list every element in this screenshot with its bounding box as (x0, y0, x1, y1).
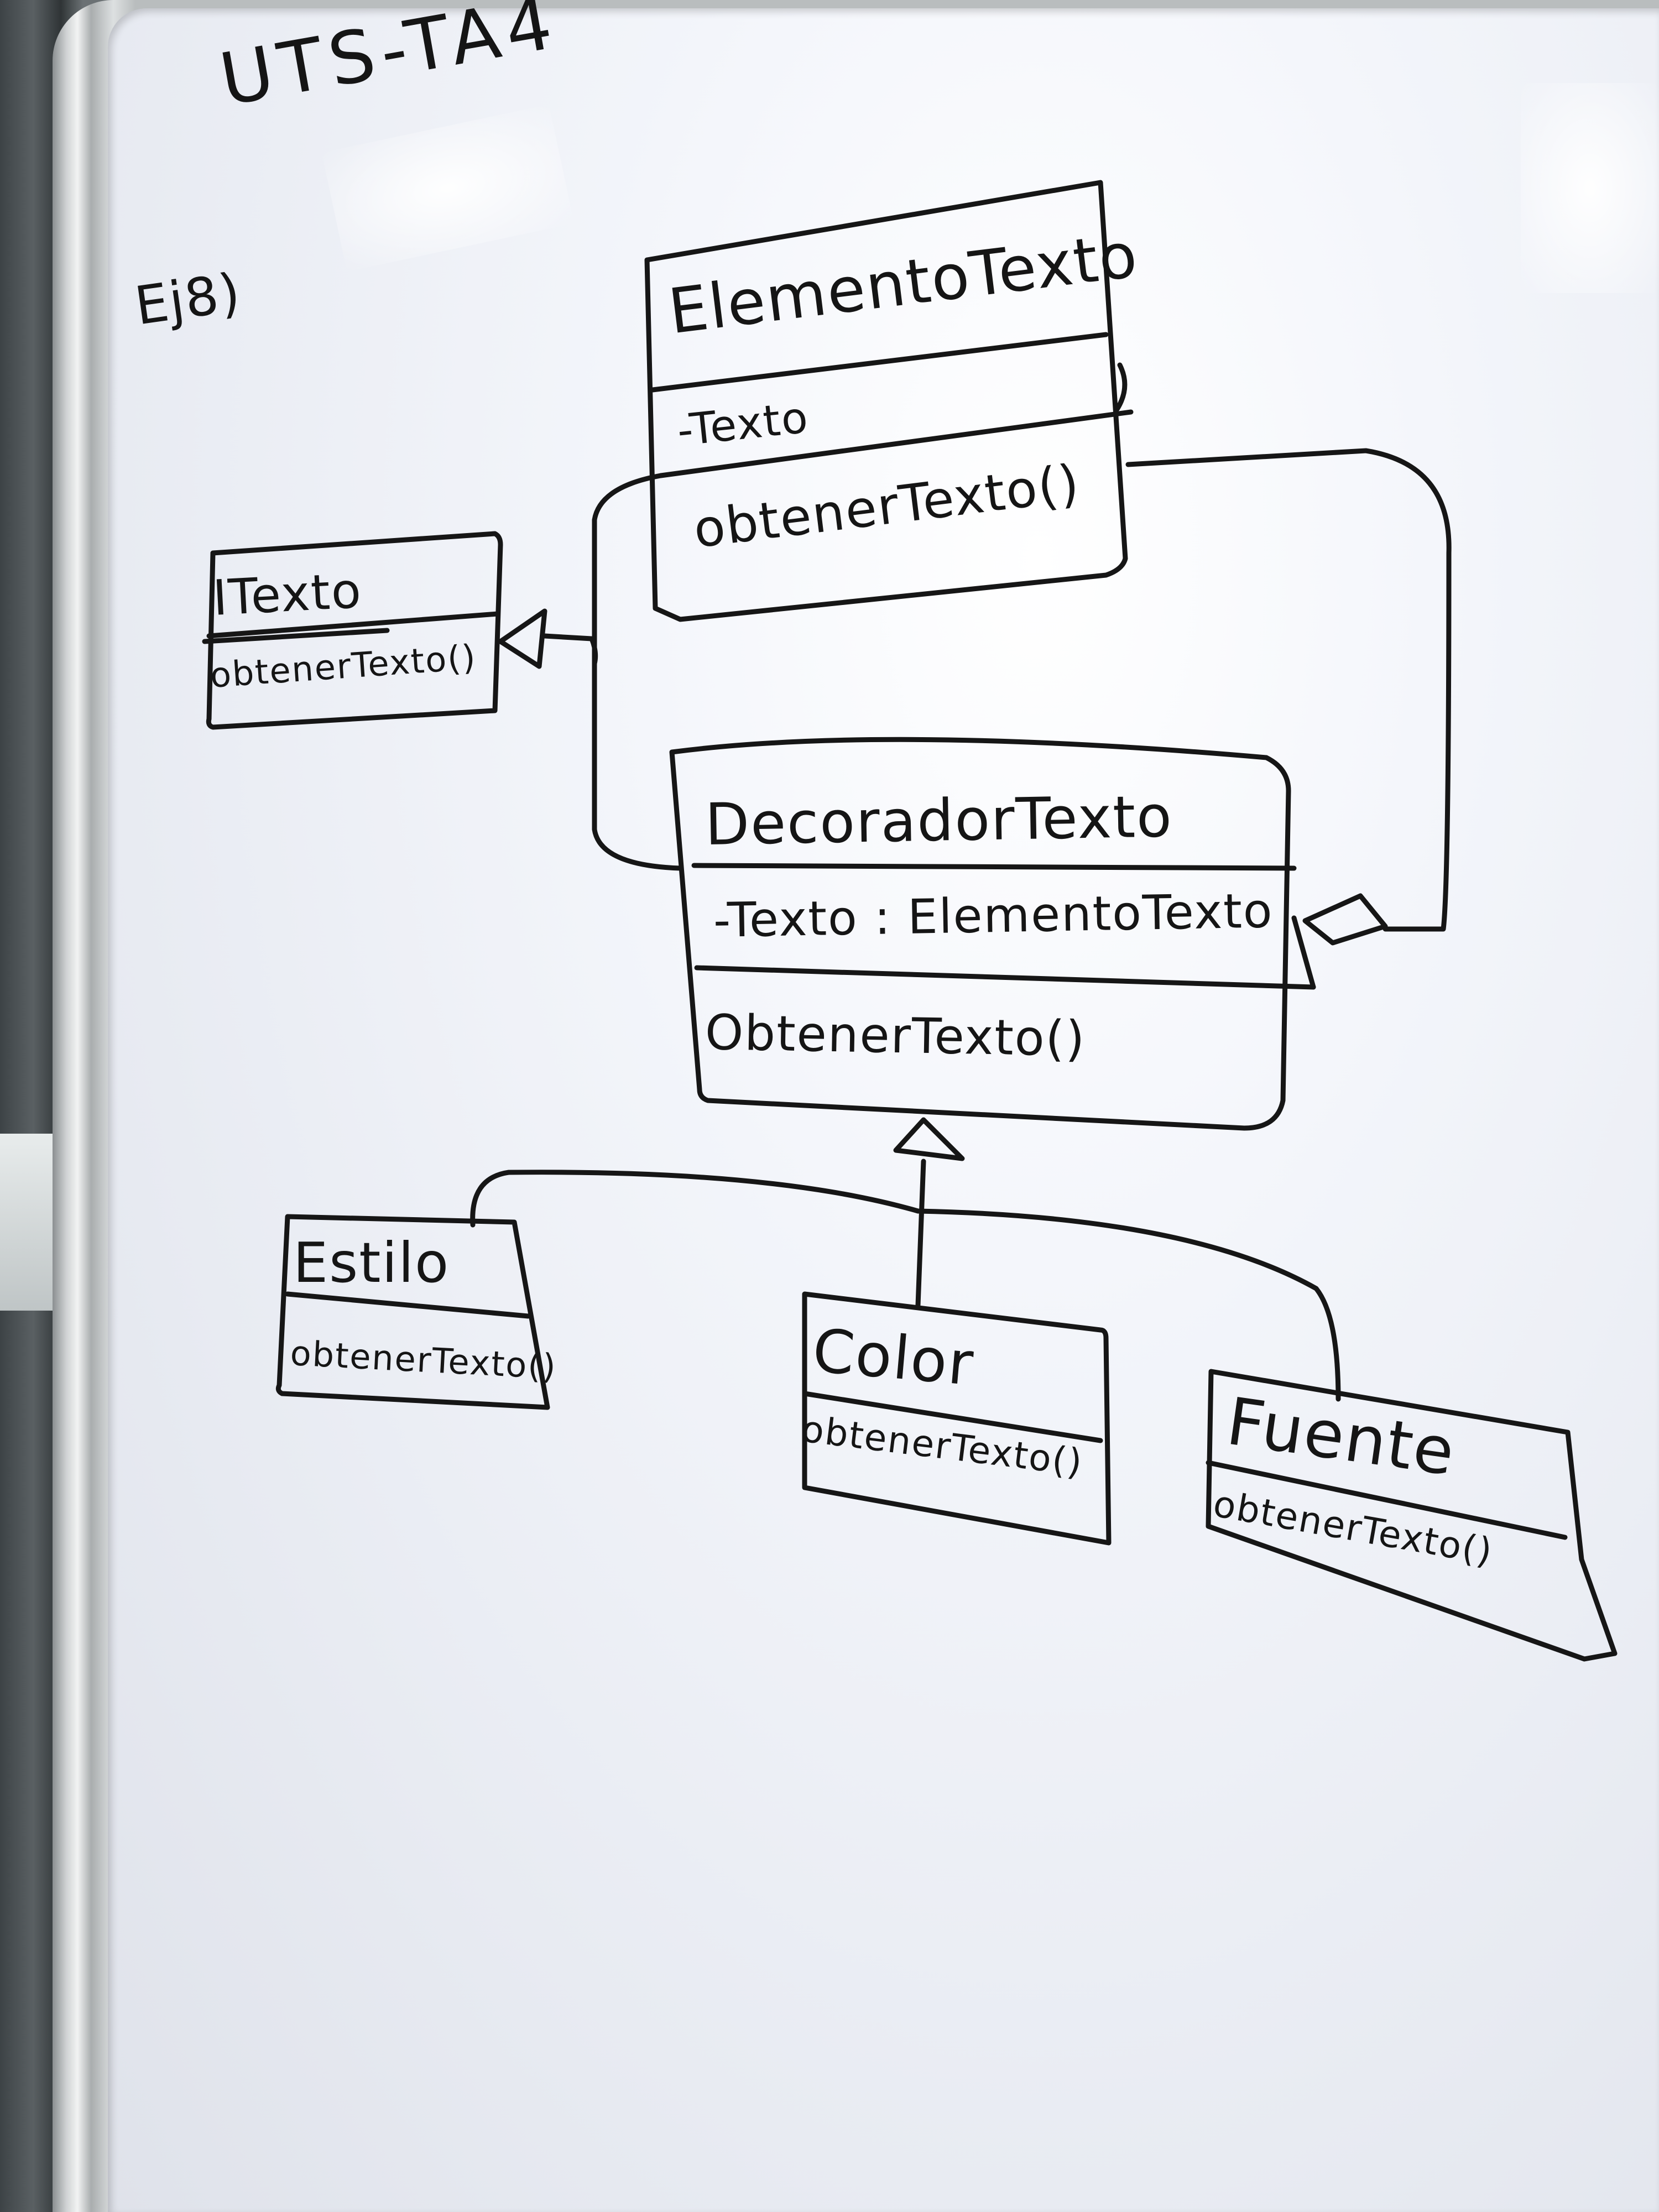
inheritance-branch-line (470, 1170, 1341, 1402)
class-divider (650, 332, 1109, 393)
class-divider (202, 628, 390, 644)
class-box-estilo (275, 1214, 550, 1410)
class-name-color: Color (810, 1316, 977, 1400)
class-box-decorador-texto (669, 737, 1291, 1131)
edge-stub (1114, 362, 1128, 412)
aggregation-diamond (1302, 893, 1388, 946)
class-box-elemento-texto (644, 180, 1128, 622)
realization-arrowhead (498, 608, 547, 669)
inheritance-arrowhead (893, 1117, 965, 1161)
edge-stub (1291, 915, 1316, 990)
inheritance-line (915, 1159, 926, 1308)
class-divider (285, 1291, 531, 1319)
light-glare (1521, 83, 1659, 293)
class-divider (694, 965, 1316, 990)
class-name-estilo: Estilo (293, 1230, 450, 1295)
class-box-color (802, 1291, 1112, 1546)
class-divider (1206, 1460, 1568, 1540)
aggregation-line (1125, 448, 1452, 932)
class-attribute-decorador-texto: -Texto : ElementoTexto (713, 883, 1274, 948)
class-box-fuente (1206, 1369, 1618, 1662)
class-divider (802, 1391, 1103, 1443)
class-name-decorador-texto: DecoradorTexto (704, 782, 1173, 858)
class-box-itexto (206, 531, 503, 730)
class-divider (206, 611, 500, 639)
class-divider (691, 863, 1297, 871)
class-name-itexto: ITexto (211, 561, 364, 627)
class-operation-decorador-texto: ObtenerTexto() (705, 1004, 1087, 1068)
realization-line (542, 473, 683, 871)
class-divider (658, 409, 1134, 478)
